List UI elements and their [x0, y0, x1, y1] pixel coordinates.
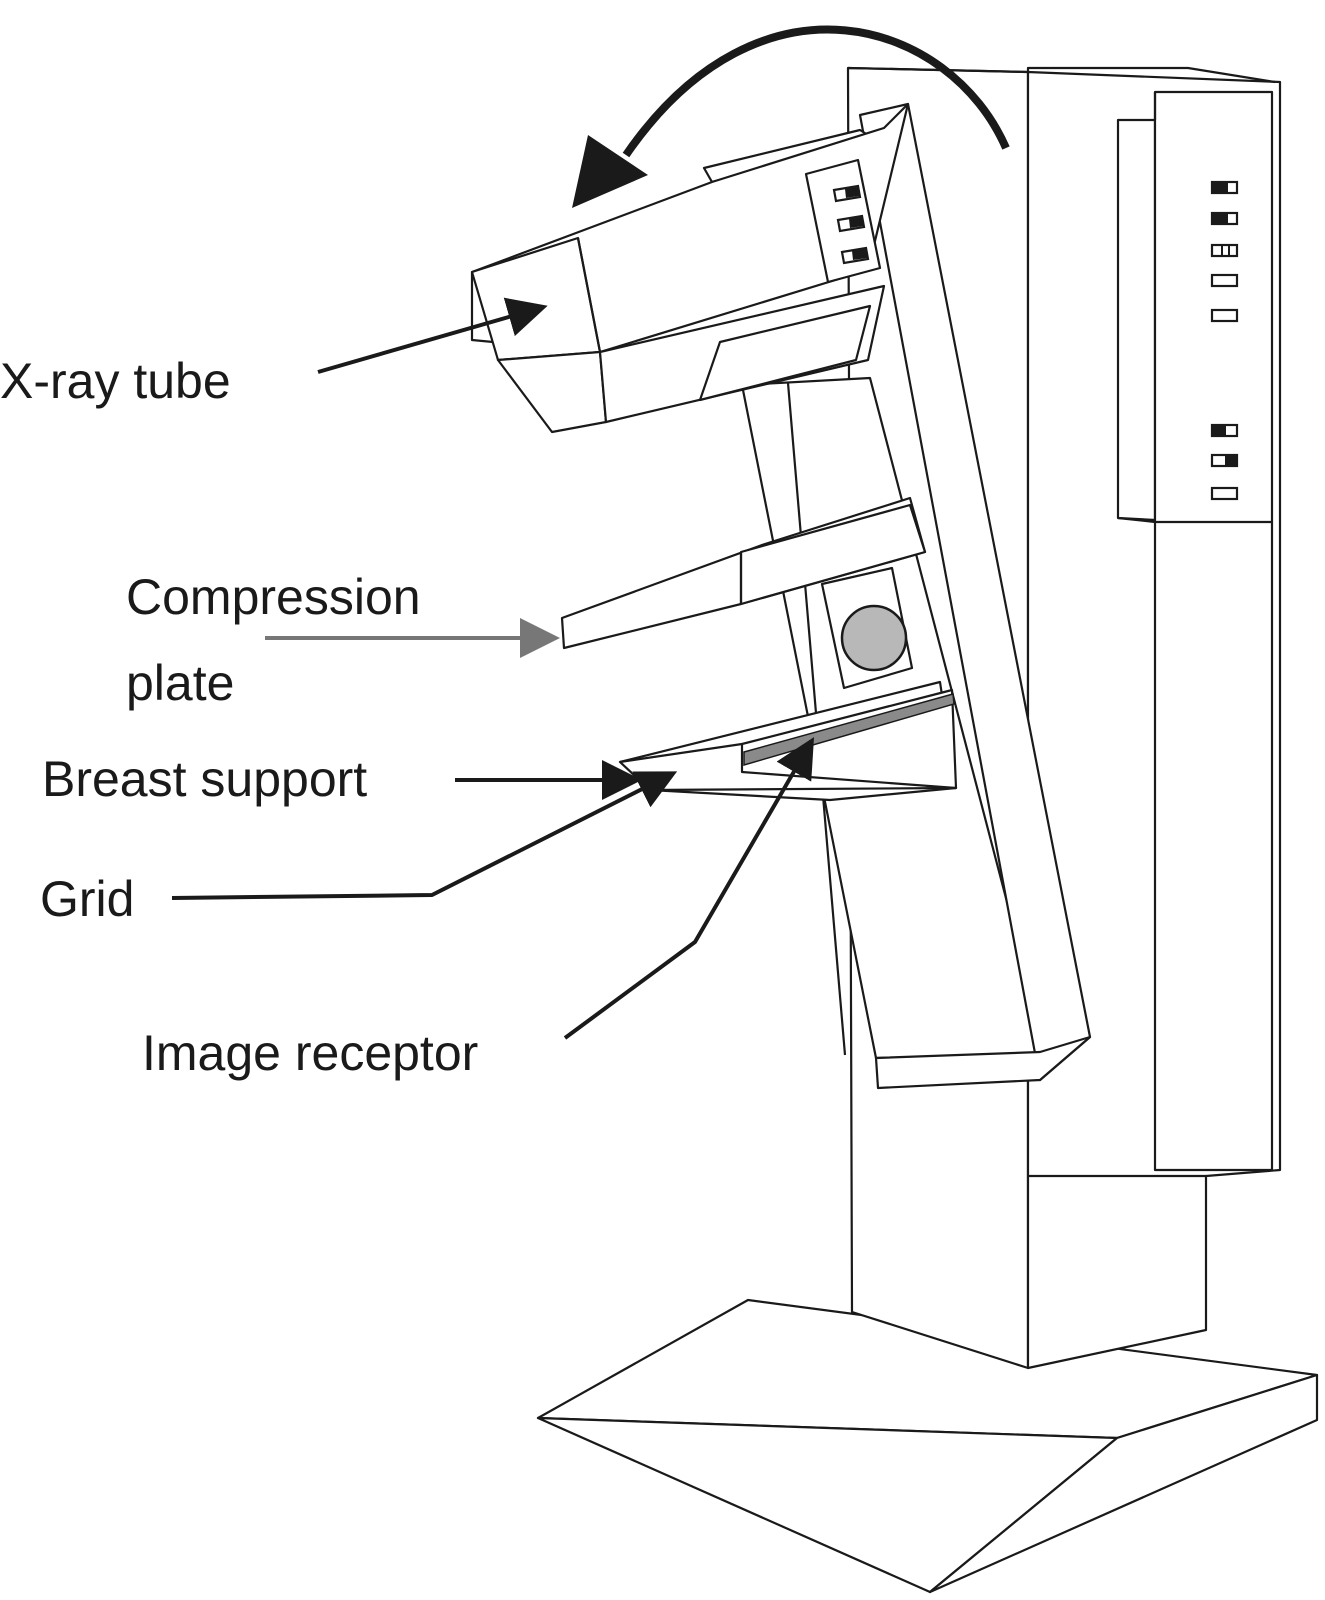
control-button-icon[interactable] — [1210, 453, 1239, 468]
label-breast-support: Breast support — [42, 751, 367, 807]
rotation-arrow-icon — [572, 25, 1010, 208]
control-button-icon[interactable] — [1210, 308, 1239, 323]
base-platform — [536, 1298, 1319, 1594]
control-button-icon[interactable] — [1210, 180, 1239, 195]
control-button-icon[interactable] — [1210, 273, 1239, 288]
leader-lines — [171, 297, 815, 1040]
label-compression-plate-line2: plate — [126, 655, 234, 711]
label-grid: Grid — [40, 871, 134, 927]
label-compression-plate-line1: Compression — [126, 569, 421, 625]
control-button-icon[interactable] — [1210, 243, 1239, 258]
control-button-icon[interactable] — [832, 184, 862, 203]
control-button-icon[interactable] — [840, 246, 870, 265]
grid-leader — [171, 771, 678, 900]
compression-plate — [560, 496, 927, 650]
xray-tube-leader — [317, 297, 548, 374]
label-image-receptor: Image receptor — [142, 1025, 478, 1081]
control-panel — [1116, 90, 1274, 1172]
control-button-icon[interactable] — [1210, 211, 1239, 226]
indicator-disc-icon — [840, 604, 908, 672]
control-button-icon[interactable] — [836, 214, 866, 233]
panel-buttons — [1210, 180, 1239, 501]
tube-buttons — [804, 158, 882, 284]
control-button-icon[interactable] — [1210, 486, 1239, 501]
indicator-panel — [820, 566, 914, 690]
label-xray-tube: X-ray tube — [0, 353, 231, 409]
image-receptor-leader — [563, 737, 815, 1040]
control-button-icon[interactable] — [1210, 423, 1239, 438]
xray-tube-housing — [470, 102, 910, 434]
